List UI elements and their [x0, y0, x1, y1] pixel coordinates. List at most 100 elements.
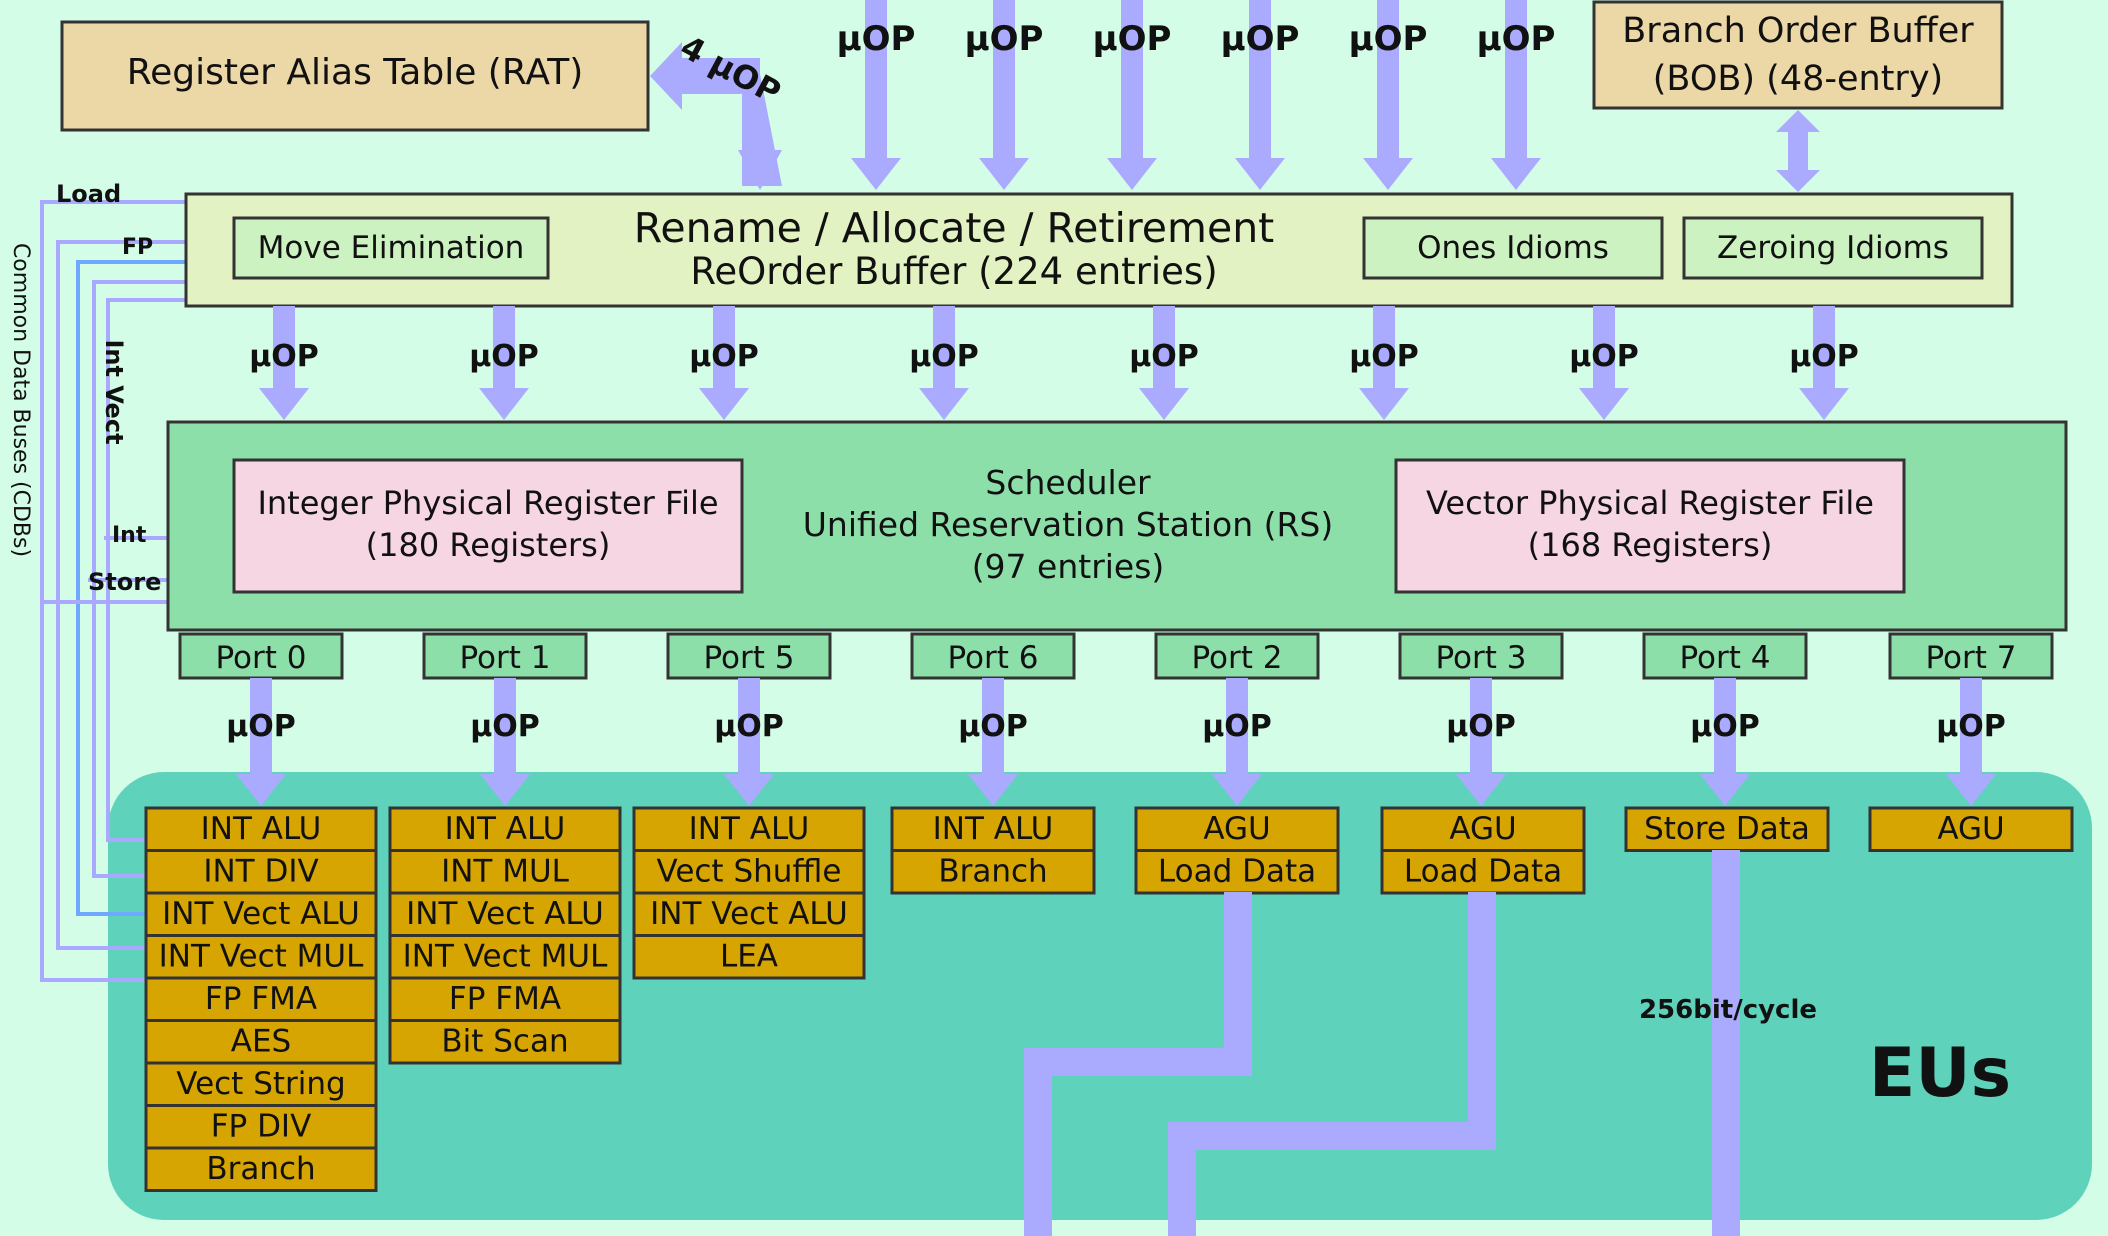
port-uop-arrow: [236, 678, 286, 806]
port-uop-arrow: [1700, 678, 1750, 806]
port-uop-label: μOP: [714, 709, 784, 744]
port-uop-arrow: [1946, 678, 1996, 806]
eu-unit-label: Load Data: [1158, 854, 1316, 890]
ones-idioms-box: [1362, 216, 1664, 280]
port-uop-label: μOP: [1202, 709, 1272, 744]
rename-uop-arrow: [1579, 306, 1629, 420]
ones-idioms-label: Ones Idioms: [1417, 230, 1609, 266]
eu-unit-label: Load Data: [1404, 854, 1562, 890]
eu-unit-box: [1134, 806, 1340, 852]
vector-prf-line2: (168 Registers): [1528, 526, 1773, 564]
port-label: Port 4: [1679, 640, 1770, 676]
bob-rob-arrow: [1776, 110, 1820, 192]
eu-unit-label: AGU: [1937, 811, 2004, 847]
vector-prf-box: [1394, 458, 1906, 594]
port-uop-arrow: [724, 678, 774, 806]
eu-unit-label: Branch: [938, 854, 1047, 890]
eu-unit-box: [1134, 849, 1340, 895]
port-box: [666, 632, 832, 680]
rename-uop-label: μOP: [1349, 339, 1419, 374]
eu-unit-label: INT Vect MUL: [159, 939, 364, 975]
store-bandwidth-label: 256bit/cycle: [1639, 995, 1817, 1025]
eu-unit-label: INT ALU: [201, 811, 322, 847]
inbound-uop-label: μOP: [1349, 19, 1428, 59]
port-uop-arrow: [1212, 678, 1262, 806]
vector-prf-line1: Vector Physical Register File: [1426, 484, 1874, 522]
bob-box: [1592, 0, 2004, 110]
rename-uop-arrow: [1799, 306, 1849, 420]
eu-unit-box: [144, 1146, 378, 1192]
inbound-uop-arrow: [1107, 0, 1157, 190]
port-uop-label: μOP: [1690, 709, 1760, 744]
eu-unit-label: INT MUL: [441, 854, 570, 890]
eu-unit-box: [1868, 806, 2074, 852]
eu-unit-box: [632, 934, 866, 980]
inbound-uop-arrow: [979, 0, 1029, 190]
eu-unit-label: AGU: [1203, 811, 1270, 847]
zeroing-idioms-label: Zeroing Idioms: [1717, 230, 1949, 266]
port-label: Port 7: [1925, 640, 2016, 676]
eu-unit-label: FP FMA: [449, 981, 561, 1017]
port-label: Port 2: [1191, 640, 1282, 676]
rename-uop-label: μOP: [1789, 339, 1859, 374]
integer-prf-box: [232, 458, 744, 594]
port-label: Port 3: [1435, 640, 1526, 676]
eu-unit-box: [632, 806, 866, 852]
scheduler-line1: Scheduler: [985, 463, 1151, 502]
rename-uop-label: μOP: [469, 339, 539, 374]
rename-uop-label: μOP: [249, 339, 319, 374]
port-uop-arrow: [480, 678, 530, 806]
rename-uop-arrow: [699, 306, 749, 420]
bob-line2: (BOB) (48-entry): [1653, 59, 1943, 99]
inbound-uop-arrow: [1235, 0, 1285, 190]
move-elimination-label: Move Elimination: [258, 230, 525, 266]
eu-unit-label: Branch: [206, 1151, 315, 1187]
integer-prf-line2: (180 Registers): [366, 526, 611, 564]
inbound-uop-label: μOP: [1221, 19, 1300, 59]
port-uop-label: μOP: [1446, 709, 1516, 744]
port-uop-label: μOP: [958, 709, 1028, 744]
rename-uop-label: μOP: [909, 339, 979, 374]
eu-unit-label: INT Vect MUL: [403, 939, 608, 975]
port-box: [910, 632, 1076, 680]
port-uop-label: μOP: [226, 709, 296, 744]
rename-uop-arrow: [919, 306, 969, 420]
inbound-uop-arrow: [1491, 0, 1541, 190]
rat-flow-arrowhead: [738, 150, 782, 190]
rename-uop-arrow: [259, 306, 309, 420]
eu-unit-box: [632, 849, 866, 895]
rename-uop-label: μOP: [1129, 339, 1199, 374]
rename-uop-arrow: [1139, 306, 1189, 420]
cdb-title: Common Data Buses (CDBs): [8, 243, 33, 557]
eu-unit-box: [890, 849, 1096, 895]
port-box: [1642, 632, 1808, 680]
port-label: Port 6: [947, 640, 1038, 676]
cdb-load-label: Load: [56, 180, 121, 208]
eu-unit-box: [388, 1019, 622, 1065]
eu-unit-label: INT Vect ALU: [650, 896, 848, 932]
eu-unit-label: Vect String: [176, 1066, 345, 1102]
rat-box: [60, 20, 650, 132]
eu-unit-label: INT ALU: [445, 811, 566, 847]
eu-unit-label: AES: [231, 1024, 291, 1060]
cdb-int-label: Int: [112, 523, 147, 548]
cdb-int-vect-label: Int Vect: [100, 339, 128, 444]
common-data-buses: [40, 200, 186, 982]
eu-unit-label: LEA: [720, 939, 778, 975]
inbound-uop-arrow: [851, 0, 901, 190]
eu-unit-label: INT DIV: [203, 854, 318, 890]
eu-unit-box: [144, 976, 378, 1022]
eu-unit-label: INT Vect ALU: [406, 896, 604, 932]
port-box: [178, 632, 344, 680]
eu-unit-box: [144, 849, 378, 895]
inbound-uop-label: μOP: [837, 19, 916, 59]
port3-load-line: [1168, 892, 1496, 1236]
port-label: Port 1: [459, 640, 550, 676]
eu-unit-box: [144, 1019, 378, 1065]
scheduler-line3: (97 entries): [972, 547, 1165, 586]
port-uop-label: μOP: [1936, 709, 2006, 744]
eu-unit-label: FP DIV: [211, 1109, 312, 1145]
